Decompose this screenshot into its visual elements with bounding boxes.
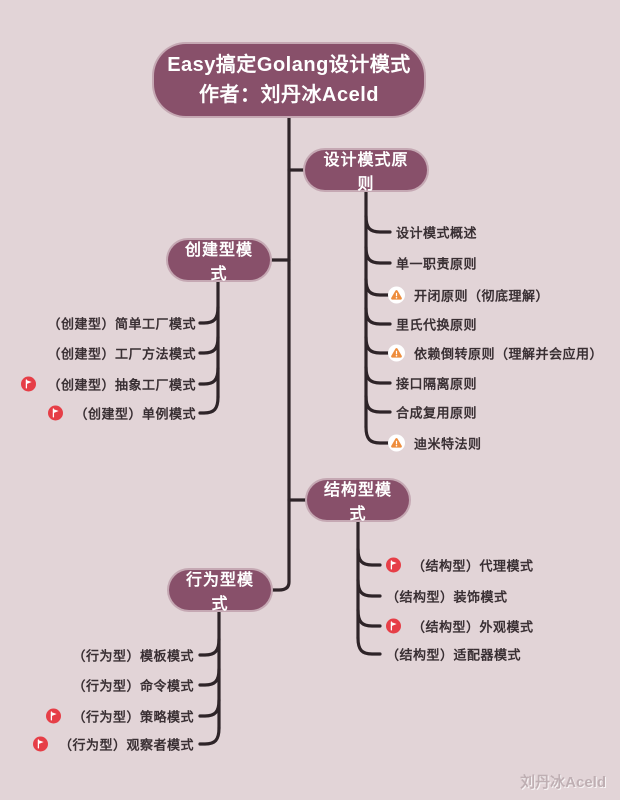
topic-item[interactable]: （行为型）策略模式: [46, 707, 194, 726]
flag-icon: [386, 557, 401, 573]
flag-icon: [48, 405, 64, 421]
topic-item[interactable]: （结构型）装饰模式: [386, 587, 508, 606]
topic-label: （行为型）观察者模式: [58, 737, 194, 753]
branch-label: 设计模式原则: [323, 152, 409, 193]
topic-label: 设计模式概述: [396, 225, 478, 241]
flag-icon: [21, 376, 37, 392]
topic-label: 合成复用原则: [396, 405, 478, 421]
root-node[interactable]: Easy搞定Golang设计模式 作者：刘丹冰Aceld: [152, 42, 426, 118]
topic-item[interactable]: （结构型）代理模式: [386, 556, 534, 575]
root-title-line1: Easy搞定Golang设计模式: [167, 54, 411, 76]
topic-label: 里氏代换原则: [396, 317, 478, 333]
topic-item[interactable]: （行为型）命令模式: [72, 676, 194, 695]
topic-label: （结构型）装饰模式: [386, 589, 508, 605]
branch-node-creational[interactable]: 创建型模式: [166, 238, 272, 283]
topic-item[interactable]: 迪米特法则: [388, 434, 482, 453]
topic-item[interactable]: （结构型）外观模式: [386, 617, 534, 636]
topic-label: 迪米特法则: [414, 436, 482, 452]
branch-node-behavioral[interactable]: 行为型模式: [167, 568, 273, 613]
author-watermark: 刘丹冰Aceld: [520, 774, 606, 791]
root-title-line2: 作者：刘丹冰Aceld: [199, 84, 379, 106]
topic-item[interactable]: （创建型）工厂方法模式: [47, 344, 196, 363]
topic-label: （行为型）模板模式: [72, 648, 194, 664]
topic-item[interactable]: 里氏代换原则: [396, 315, 477, 334]
topic-item[interactable]: （创建型）简单工厂模式: [47, 314, 196, 333]
topic-item[interactable]: 设计模式概述: [396, 223, 477, 242]
flag-icon: [32, 736, 48, 752]
topic-item[interactable]: （行为型）观察者模式: [32, 735, 194, 754]
warning-icon: [388, 434, 405, 452]
topic-item[interactable]: 单一职责原则: [396, 254, 477, 273]
topic-label: （结构型）适配器模式: [386, 647, 522, 663]
topic-label: 依赖倒转原则（理解并会应用）: [414, 346, 604, 362]
warning-icon: [388, 286, 405, 304]
branch-label: 行为型模式: [185, 572, 254, 613]
topic-label: 接口隔离原则: [396, 376, 478, 392]
flag-icon: [386, 618, 401, 634]
branch-node-structural[interactable]: 结构型模式: [305, 478, 411, 523]
topic-label: （创建型）抽象工厂模式: [47, 377, 196, 393]
topic-item[interactable]: 依赖倒转原则（理解并会应用）: [388, 344, 603, 363]
warning-icon: [388, 344, 405, 362]
flag-icon: [46, 708, 62, 724]
topic-label: （结构型）外观模式: [412, 619, 534, 635]
topic-item[interactable]: （创建型）抽象工厂模式: [21, 375, 196, 394]
branch-node-principles[interactable]: 设计模式原则: [303, 148, 429, 193]
topic-item[interactable]: 合成复用原则: [396, 403, 477, 422]
topic-item[interactable]: （行为型）模板模式: [72, 646, 194, 665]
topic-label: （结构型）代理模式: [412, 558, 534, 574]
topic-item[interactable]: （创建型）单例模式: [48, 404, 196, 423]
branch-label: 结构型模式: [323, 482, 392, 523]
topic-label: （行为型）命令模式: [72, 678, 194, 694]
topic-item[interactable]: 开闭原则（彻底理解）: [388, 286, 549, 305]
topic-label: 单一职责原则: [396, 256, 478, 272]
topic-label: （创建型）工厂方法模式: [47, 346, 196, 362]
topic-label: 开闭原则（彻底理解）: [414, 288, 550, 304]
topic-label: （行为型）策略模式: [72, 709, 194, 725]
topic-label: （创建型）简单工厂模式: [47, 316, 196, 332]
topic-item[interactable]: （结构型）适配器模式: [386, 645, 521, 664]
branch-label: 创建型模式: [184, 242, 253, 283]
topic-label: （创建型）单例模式: [74, 406, 196, 422]
topic-item[interactable]: 接口隔离原则: [396, 374, 477, 393]
